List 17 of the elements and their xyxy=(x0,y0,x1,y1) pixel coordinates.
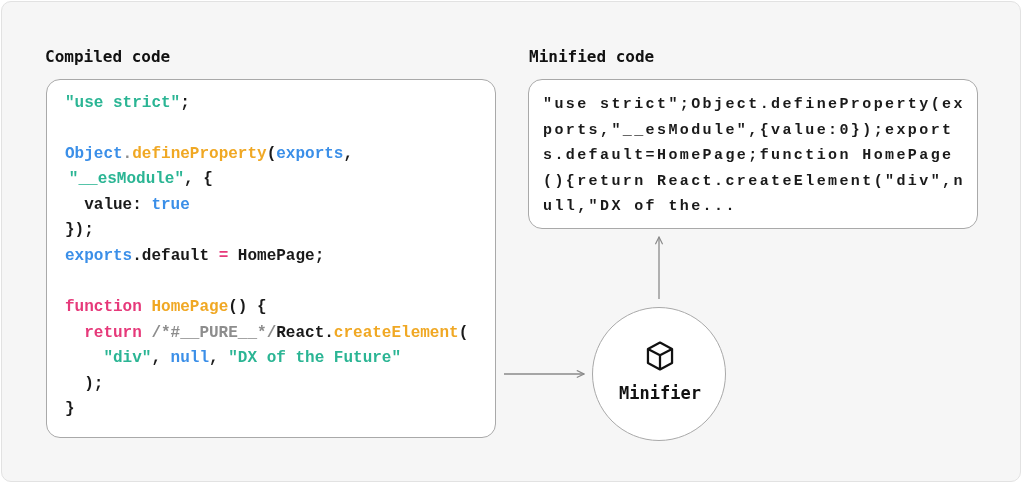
code-line: "__esModule", { xyxy=(68,169,213,189)
code-line: }); xyxy=(65,220,94,240)
code-line: ); xyxy=(84,374,104,394)
code-line: } xyxy=(65,399,75,419)
arrow xyxy=(654,236,664,300)
code-line: "div", null, "DX of the Future" xyxy=(103,348,402,368)
node-label: Minifier xyxy=(618,383,702,403)
code-line: "use strict"; xyxy=(65,93,190,113)
code-text: "use strict";Object.defineProperty(exports,"__esModule",{value:0});exports.default=HomePage;function HomePage(){return React.createElement("div",null,"DX of the... xyxy=(543,95,965,218)
code-line: function HomePage() { xyxy=(65,297,267,317)
section-heading: Minified code xyxy=(529,47,655,66)
code-line: Object.defineProperty(exports, xyxy=(65,144,354,164)
code-line: value: true xyxy=(84,195,190,215)
arrow xyxy=(503,369,585,379)
code-line: exports.default = HomePage; xyxy=(65,246,325,266)
code-line: return /*#__PURE__*/React.createElement( xyxy=(84,323,469,343)
section-heading: Compiled code xyxy=(45,47,171,66)
